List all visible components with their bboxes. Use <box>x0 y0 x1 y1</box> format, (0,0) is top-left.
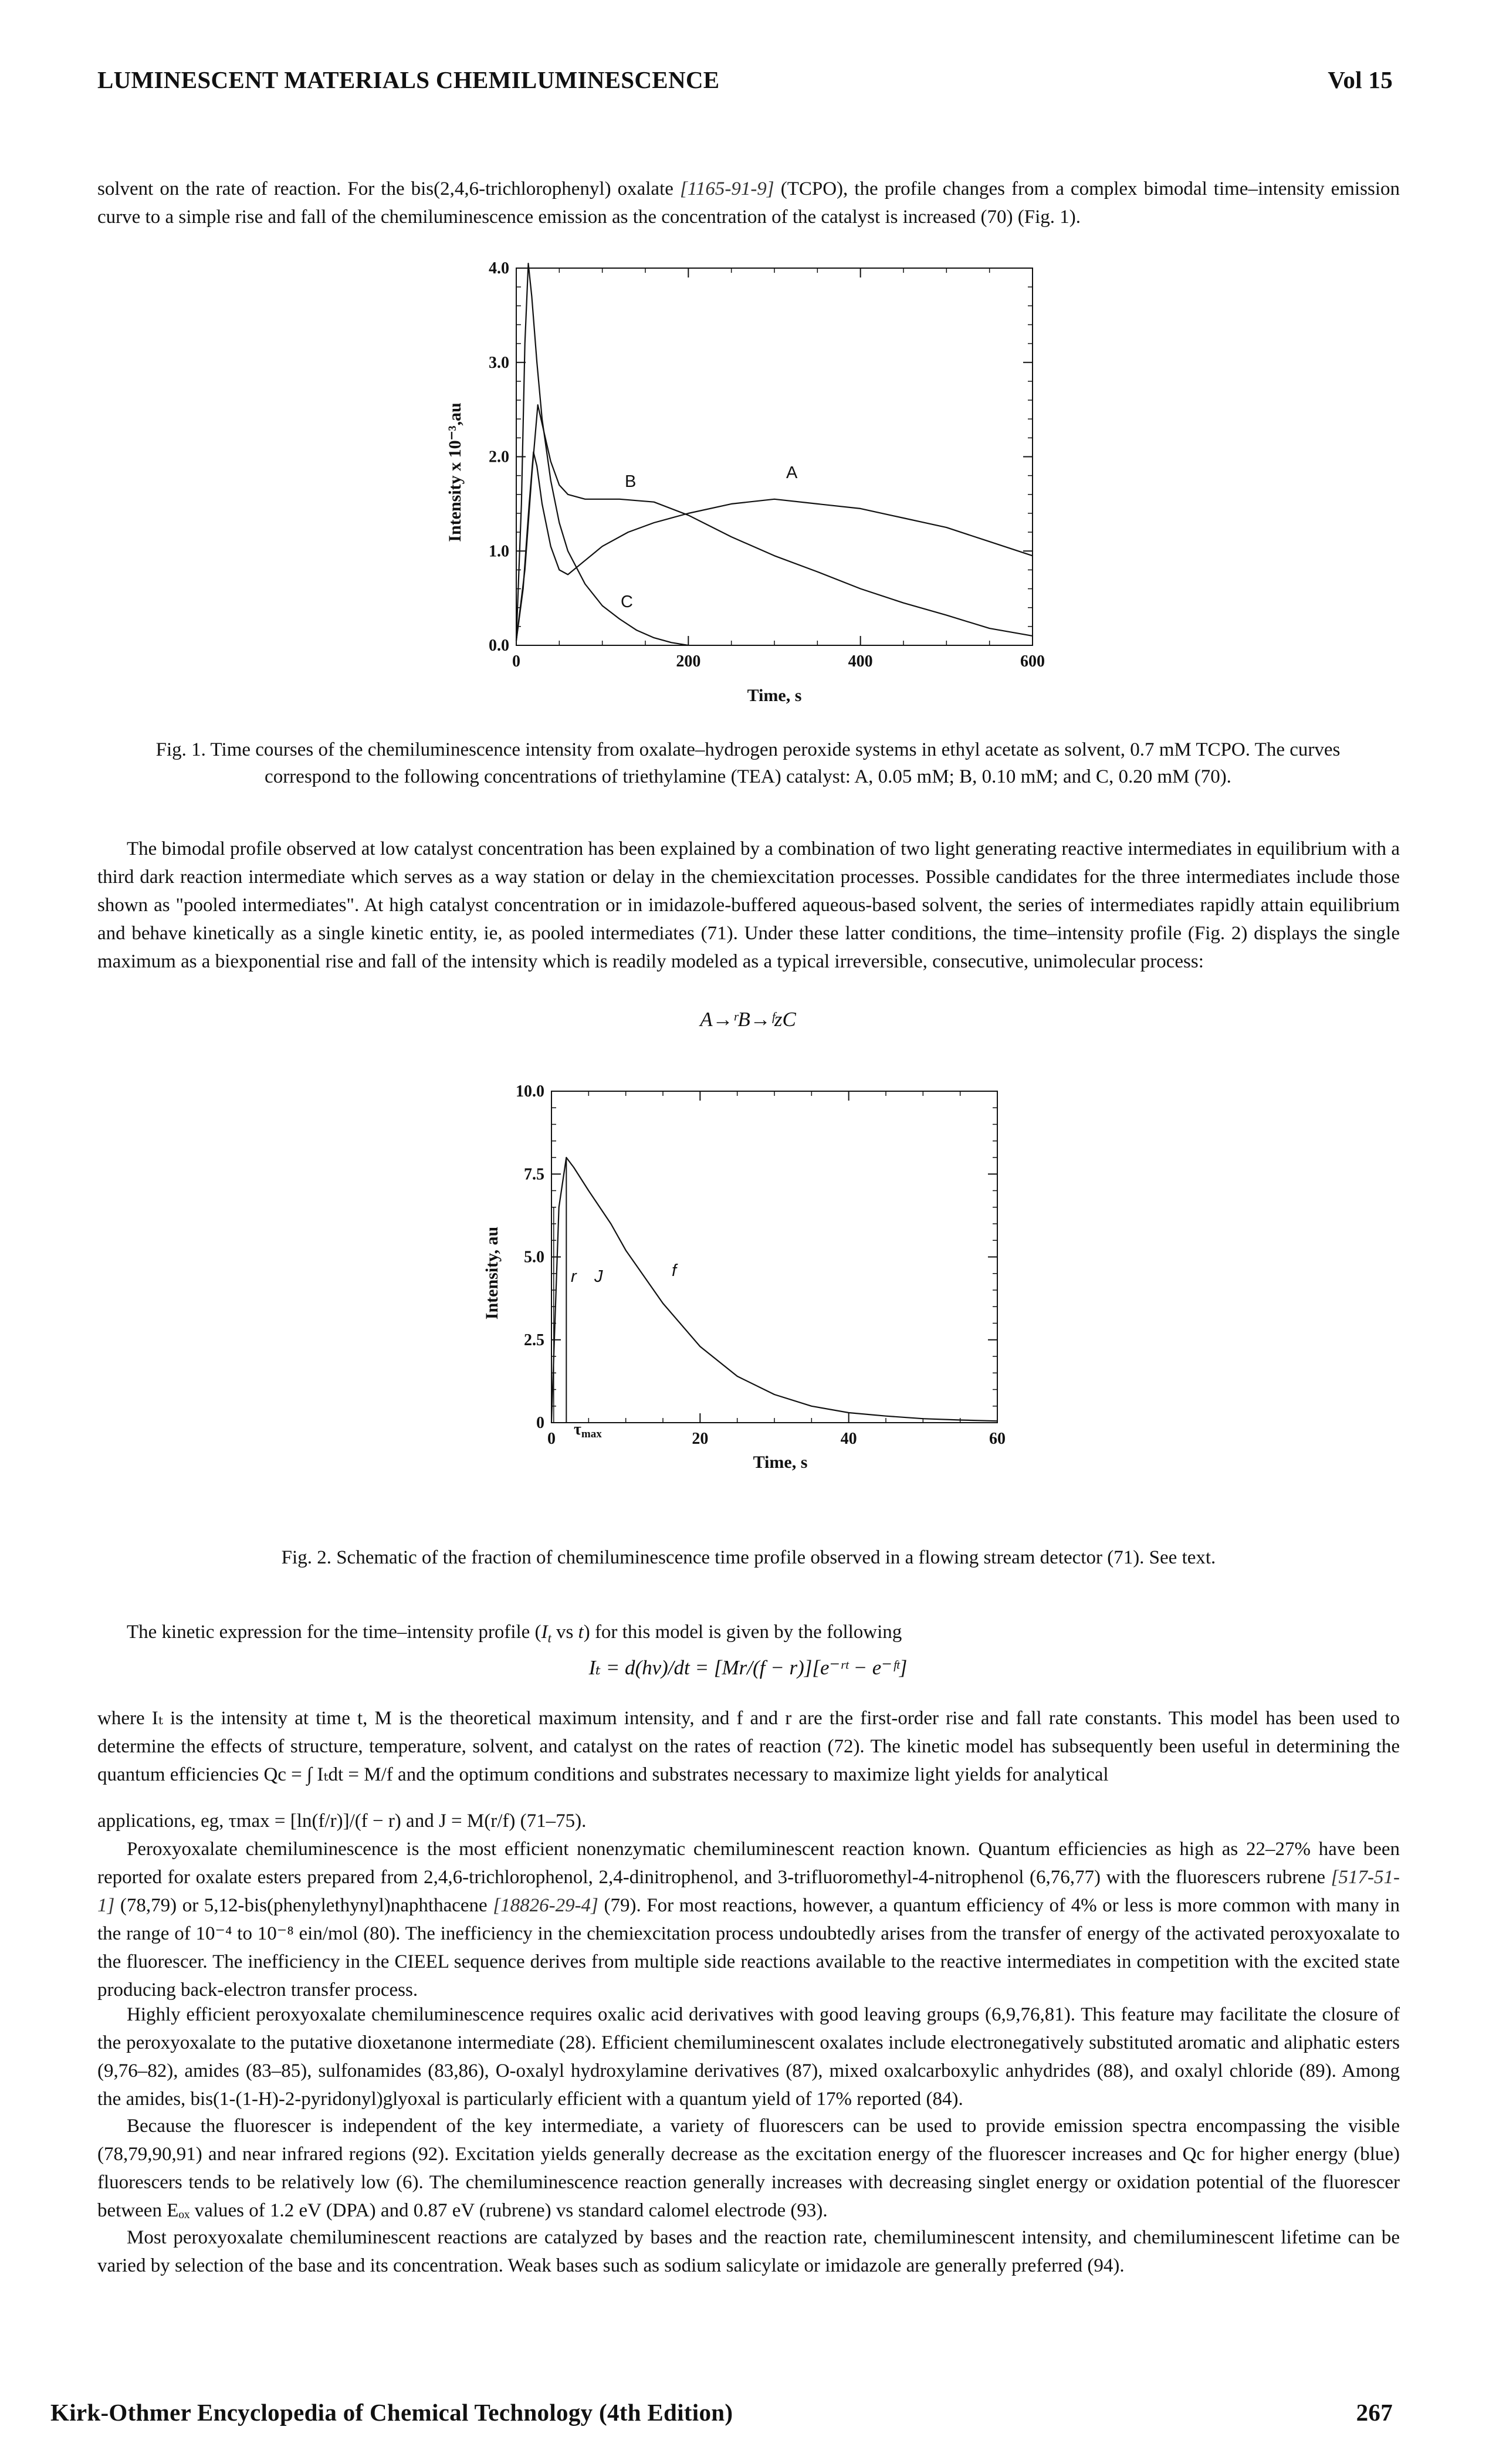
figure-1-caption: Fig. 1. Time courses of the chemilumines… <box>155 739 1341 787</box>
running-header-title: LUMINESCENT MATERIALS CHEMILUMINESCENCE <box>97 66 720 93</box>
fig1-series-a <box>515 451 1033 641</box>
fig2-r-label: r <box>571 1267 577 1286</box>
fig1-y-tick-label: 0.0 <box>489 637 509 655</box>
fig1-y-axis-label: Intensity x 10⁻³,au <box>445 402 465 541</box>
intro-paragraph: solvent on the rate of reaction. For the… <box>97 175 1400 231</box>
fig1-y-tick-label: 4.0 <box>489 259 509 277</box>
fig1-series-label-c: C <box>621 593 633 611</box>
intensity-subscript: t <box>547 1630 551 1646</box>
fig2-curves <box>550 1156 998 1423</box>
fig1-x-tick-label: 400 <box>848 652 873 671</box>
fig1-x-tick-label: 600 <box>1020 652 1045 671</box>
footer-source: Kirk-Othmer Encyclopedia of Chemical Tec… <box>50 2399 733 2426</box>
kinetic-intro-text-1: The kinetic expression for the time–inte… <box>127 1622 541 1643</box>
kinetic-intro-paragraph: The kinetic expression for the time–inte… <box>97 1618 1400 1653</box>
reaction-equation: A→ʳB→ᶠzC <box>700 1008 796 1031</box>
fig2-x-tick-label: 20 <box>692 1430 708 1448</box>
fig1-series-label-a: A <box>786 463 798 482</box>
fig1-x-tick-label: 0 <box>512 652 520 671</box>
fig2-j-label: J <box>594 1267 603 1286</box>
intensity-symbol: I <box>541 1622 548 1643</box>
fig2-y-tick-label: 0 <box>536 1414 544 1432</box>
fig2-y-tick-label: 10.0 <box>516 1082 544 1101</box>
fig1-plot-frame <box>516 268 1033 646</box>
footer-page-number: 267 <box>1356 2399 1393 2426</box>
fig1-y-tick-label: 2.0 <box>489 448 509 466</box>
fig2-y-tick-label: 2.5 <box>524 1331 544 1349</box>
fig2-f-label: f <box>672 1261 678 1280</box>
fig2-plot-frame <box>551 1091 998 1423</box>
intro-text-1: solvent on the rate of reaction. For the… <box>97 178 680 199</box>
fig2-tau-max-label: τmax <box>574 1420 602 1440</box>
fig1-y-tick-label: 3.0 <box>489 354 509 372</box>
kinetic-equation: Iₜ = d(hν)/dt = [Mr/(f − r)][e⁻ʳᵗ − e⁻ᶠᵗ… <box>588 1656 908 1679</box>
fig1-axes: 0 200 400 600 0.0 1.0 2.0 3.0 4.0 <box>489 259 1045 671</box>
kinetic-intro-text-2: vs <box>551 1622 578 1643</box>
fig2-x-tick-label: 60 <box>989 1430 1006 1448</box>
fig2-series-curve <box>550 1156 998 1423</box>
time-symbol: t <box>578 1622 584 1643</box>
fig2-y-tick-label: 5.0 <box>524 1248 544 1267</box>
fig1-series-c <box>515 262 689 647</box>
fig2-y-tick-label: 7.5 <box>524 1165 544 1183</box>
cas-number-rubrene: [517-51-1] <box>97 1867 1400 1916</box>
catalysis-paragraph: Most peroxyoxalate chemiluminescent reac… <box>97 2227 1400 2276</box>
fig2-x-tick-label: 0 <box>547 1430 556 1448</box>
applications-paragraph: applications, eg, τmax = [ln(f/r)]/(f − … <box>97 1810 587 1832</box>
running-header-volume: Vol 15 <box>1328 66 1393 93</box>
fig2-x-axis-label: Time, s <box>753 1453 808 1472</box>
fig1-y-tick-label: 1.0 <box>489 542 509 560</box>
highly-efficient-paragraph: Highly efficient peroxyoxalate chemilumi… <box>97 2004 1400 2110</box>
fig2-axes: 0 20 40 60 0 2.5 5.0 7.5 10.0 <box>516 1082 1006 1448</box>
fig1-series-b <box>515 404 1033 641</box>
cas-number: [1165-91-9] <box>679 178 774 199</box>
fig1-series-label-b: B <box>625 472 636 491</box>
fig1-x-axis-label: Time, s <box>747 686 802 705</box>
bimodal-paragraph: The bimodal profile observed at low cata… <box>97 838 1400 972</box>
fig1-x-tick-label: 200 <box>676 652 700 671</box>
figure-2-chart: 0 20 40 60 0 2.5 5.0 7.5 10.0 τmax r J f Time, s… <box>482 1082 1006 1472</box>
where-paragraph: where Iₜ is the intensity at time t, M i… <box>97 1708 1400 1785</box>
fluorescer-paragraph: Because the fluorescer is independent of… <box>97 2116 1400 2221</box>
kinetic-intro-text-3: ) for this model is given by the followi… <box>583 1622 902 1643</box>
peroxyoxalate-paragraph: Peroxyoxalate chemiluminescence is the m… <box>97 1835 1400 2004</box>
peroxy-text-3: (79). For most reactions, however, a qua… <box>97 1895 1400 2001</box>
figure-2-caption: Fig. 2. Schematic of the fraction of che… <box>281 1547 1216 1568</box>
intro-text-2: (TCPO), the profile changes from a compl… <box>97 178 1400 228</box>
fig1-curves <box>515 262 1033 647</box>
peroxy-text-2: (78,79) or 5,12-bis(phenylethynyl)naphth… <box>114 1895 493 1916</box>
fig2-y-axis-label: Intensity, au <box>482 1227 502 1319</box>
cas-number-naphthacene: [18826-29-4] <box>493 1895 598 1916</box>
peroxy-text-1: Peroxyoxalate chemiluminescence is the m… <box>97 1839 1400 1888</box>
fig2-x-tick-label: 40 <box>841 1430 857 1448</box>
